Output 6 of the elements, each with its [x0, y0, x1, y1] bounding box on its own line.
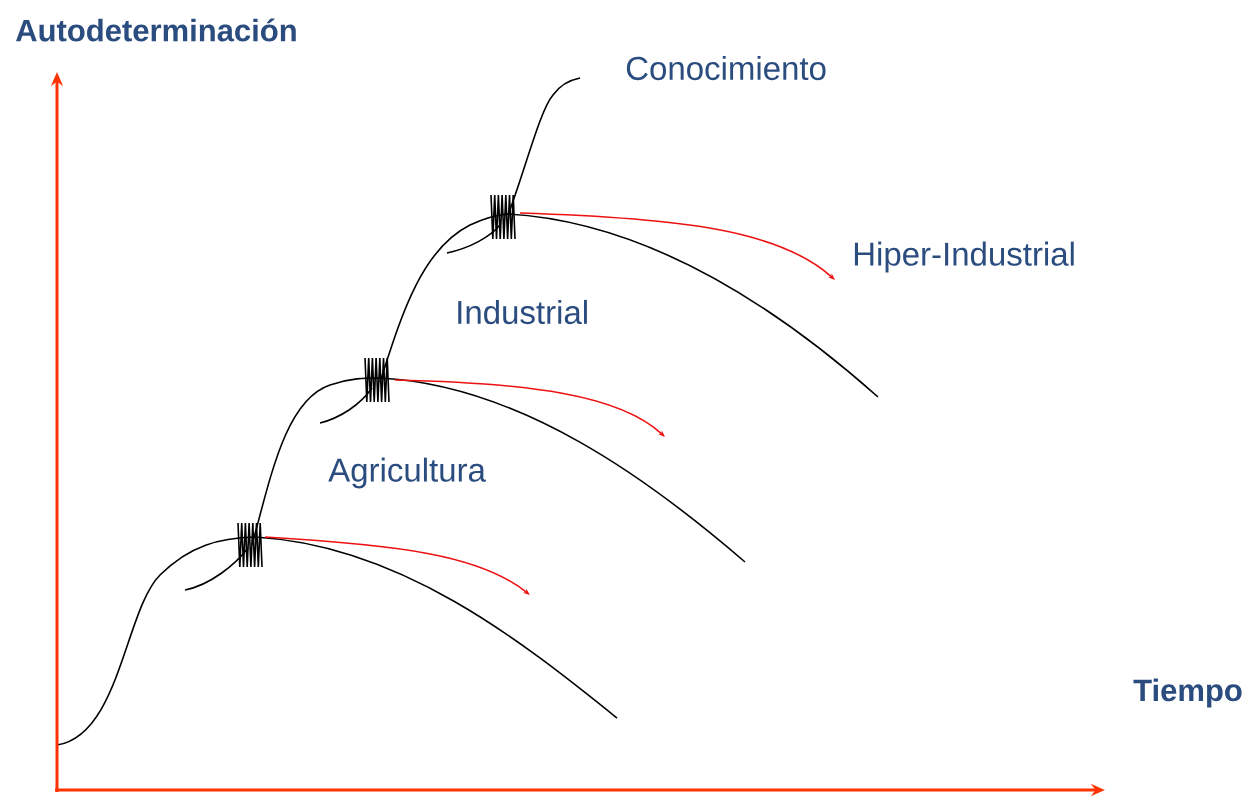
stage-label: Conocimiento [626, 55, 826, 81]
axis-label: Autodeterminación [15, 18, 296, 42]
axis-label: Tiempo [1133, 678, 1242, 708]
stage-label: Hiper-Industrial [854, 241, 1074, 273]
stage-label: Industrial [458, 299, 587, 325]
stage-label: Agricultura [328, 457, 486, 489]
